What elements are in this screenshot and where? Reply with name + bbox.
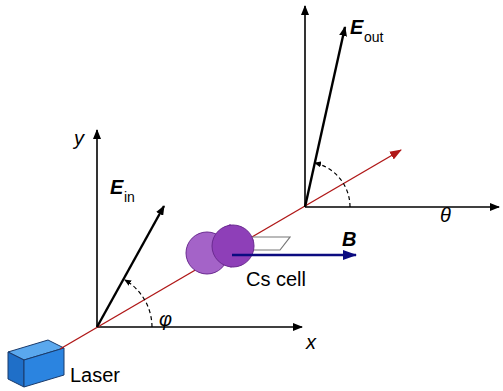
field-label: B (342, 229, 356, 249)
device-label: Laser (70, 365, 120, 385)
y-axis (96, 130, 98, 327)
x-axis (97, 326, 302, 328)
vector-label: E (350, 17, 363, 37)
horizontal-axis (305, 206, 499, 208)
angle-arc (125, 280, 152, 327)
laser-beam (60, 150, 401, 349)
cell-label: Cs cell (246, 269, 306, 289)
laser-cube (8, 340, 64, 387)
axis-label: x (306, 332, 316, 352)
vector-subscript: out (364, 30, 383, 44)
vapor-cell (186, 224, 290, 274)
field-vector (97, 206, 164, 327)
angle-label: θ (440, 205, 451, 225)
vector-subscript: in (124, 190, 135, 204)
magnetic-field-arrow (232, 254, 356, 256)
vertical-axis (304, 6, 306, 207)
angle-arc (315, 163, 350, 207)
angle-label: φ (159, 309, 172, 329)
axis-label: y (74, 128, 84, 148)
field-vector (305, 27, 345, 207)
vector-label: E (110, 177, 123, 197)
